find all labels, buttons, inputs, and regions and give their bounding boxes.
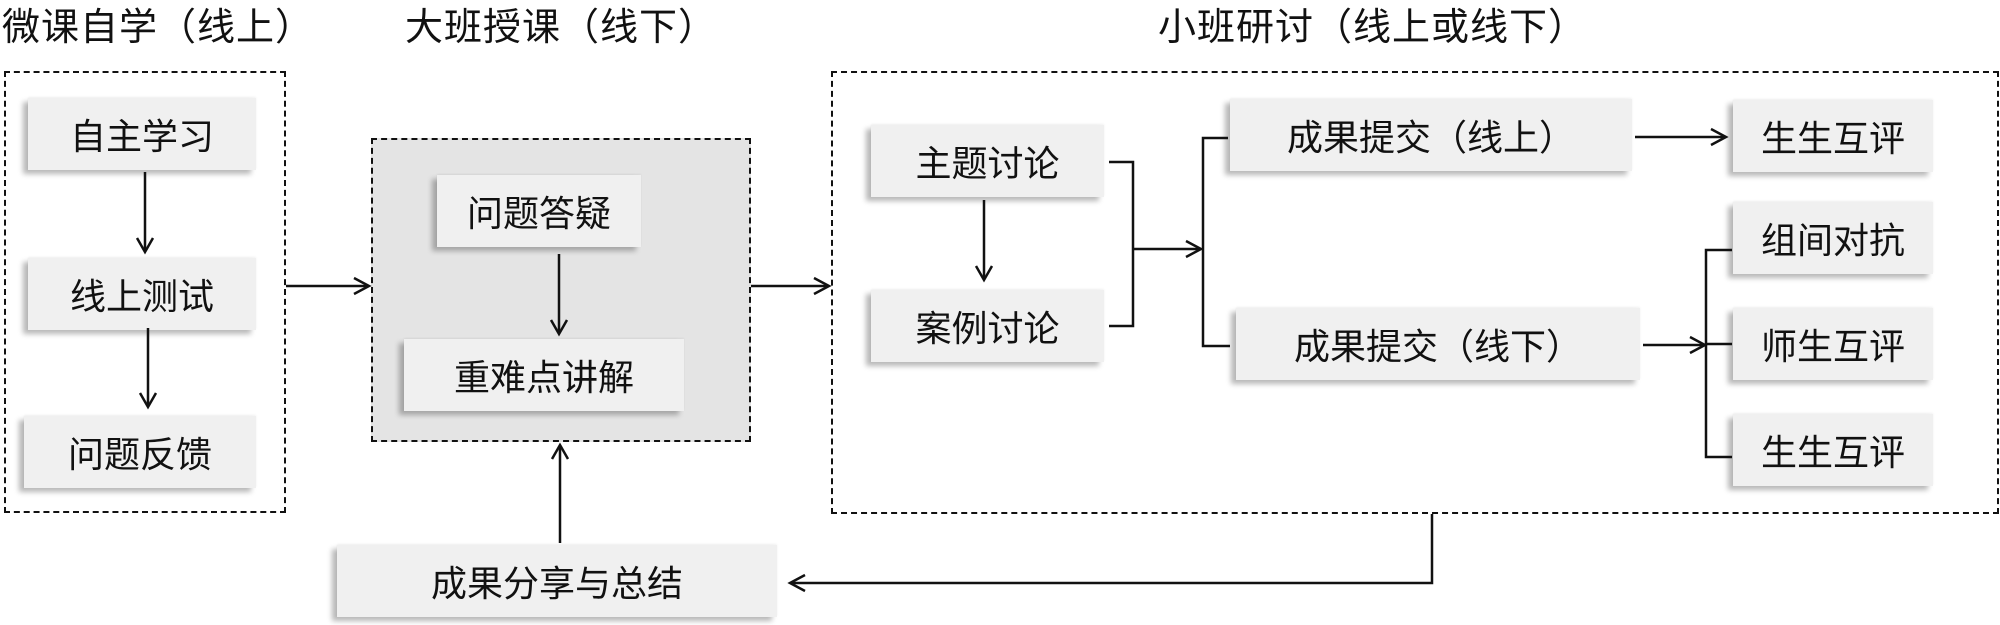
title-seminar: 小班研讨（线上或线下） xyxy=(1158,5,1588,49)
title-micro-learning: 微课自学（线上） xyxy=(2,5,315,49)
group-seminar xyxy=(831,71,1999,514)
title-lecture: 大班授课（线下） xyxy=(405,5,718,49)
node-peer-eval-offline[interactable]: 生生互评 xyxy=(1733,414,1933,486)
node-submit-online[interactable]: 成果提交（线上） xyxy=(1230,99,1632,171)
node-teacher-student-eval[interactable]: 师生互评 xyxy=(1733,308,1933,380)
node-case-discussion[interactable]: 案例讨论 xyxy=(871,290,1104,362)
arrow-lecture-to-seminar xyxy=(751,276,832,296)
node-submit-offline[interactable]: 成果提交（线下） xyxy=(1236,308,1640,380)
arrow-seminar-to-summary xyxy=(787,514,1434,593)
node-group-contest[interactable]: 组间对抗 xyxy=(1733,202,1933,274)
node-online-test[interactable]: 线上测试 xyxy=(28,258,256,330)
node-qa[interactable]: 问题答疑 xyxy=(437,175,641,247)
node-summary[interactable]: 成果分享与总结 xyxy=(337,545,777,617)
node-self-study[interactable]: 自主学习 xyxy=(28,98,256,170)
arrow-micro-to-lecture xyxy=(286,276,372,296)
arrow-summary-to-lecture xyxy=(550,442,570,543)
group-micro-learning xyxy=(4,71,286,513)
node-topic-discussion[interactable]: 主题讨论 xyxy=(871,125,1104,197)
node-problem-feedback[interactable]: 问题反馈 xyxy=(24,416,256,488)
node-key-points[interactable]: 重难点讲解 xyxy=(404,339,684,411)
node-peer-eval-online[interactable]: 生生互评 xyxy=(1733,100,1933,172)
